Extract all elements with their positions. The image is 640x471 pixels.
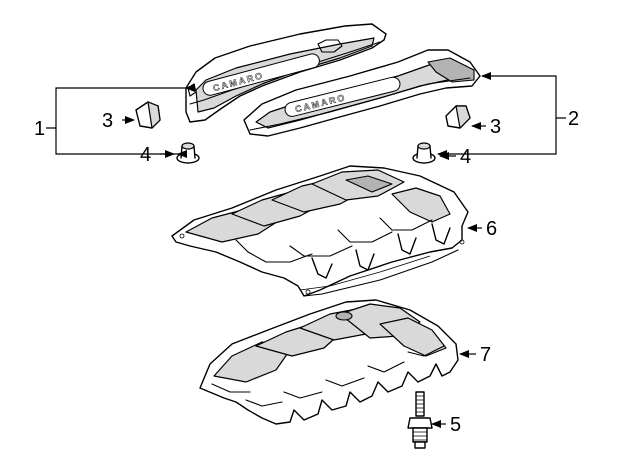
left-grommet-cap (135, 101, 161, 129)
intake-manifold-cover (171, 165, 469, 297)
lower-manifold-cover (199, 299, 459, 425)
right-engine-cover: CAMARO (243, 49, 481, 137)
callout-4-right: 4 (460, 146, 471, 168)
callout-1-bracket (46, 88, 186, 155)
callout-2-bracket (438, 75, 566, 155)
left-engine-cover: CAMARO (185, 23, 387, 123)
callout-2: 2 (568, 108, 579, 130)
callout-1: 1 (34, 118, 45, 140)
callout-4-left: 4 (140, 144, 151, 166)
callout-7: 7 (480, 344, 491, 366)
callout-3-left: 3 (102, 110, 113, 132)
right-grommet-cap (445, 105, 471, 129)
stud-bolt (407, 391, 433, 449)
right-grommet (412, 142, 436, 164)
callout-5: 5 (450, 414, 461, 436)
left-grommet (176, 142, 200, 164)
callout-3-right: 3 (490, 116, 501, 138)
callout-6: 6 (486, 218, 497, 240)
